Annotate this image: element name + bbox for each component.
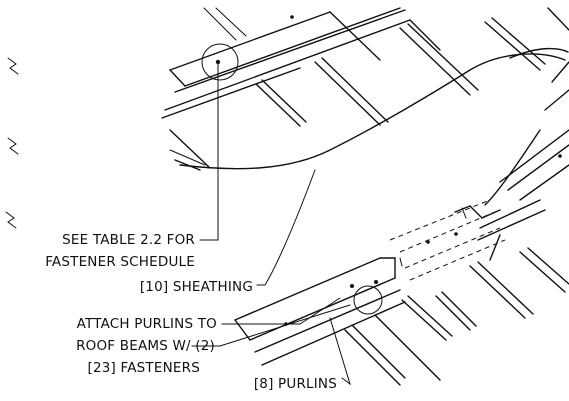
- left-break-marks: [5, 57, 19, 229]
- callout-fastener-schedule-2: FASTENER SCHEDULE: [45, 254, 195, 270]
- callout-attach-purlins-3: [23] FASTENERS: [88, 360, 201, 376]
- sheathing-panels-upper: [255, 11, 546, 127]
- sheathing-panels-lower: [344, 247, 569, 386]
- sheathing-cutaway-edge: [179, 47, 569, 206]
- callout-labels: SEE TABLE 2.2 FOR FASTENER SCHEDULE [10]…: [45, 232, 337, 392]
- middle-purlin-segment: [399, 199, 546, 267]
- callout-attach-purlins-2: ROOF BEAMS W/ (2): [76, 338, 215, 354]
- upper-fastener-detail: [201, 15, 294, 81]
- right-roof-beams: [499, 7, 569, 201]
- callout-sheathing: [10] SHEATHING: [140, 279, 253, 295]
- upper-purlin: [161, 7, 411, 119]
- lower-left-beams: [169, 129, 211, 171]
- callout-purlins: [8] PURLINS: [254, 376, 337, 392]
- hidden-beam-dashed: [389, 199, 506, 281]
- callout-fastener-schedule-1: SEE TABLE 2.2 FOR: [62, 232, 195, 248]
- leader-lines: [191, 61, 351, 386]
- callout-attach-purlins-1: ATTACH PURLINS TO: [77, 316, 217, 332]
- lower-fastener-detail: [284, 232, 458, 326]
